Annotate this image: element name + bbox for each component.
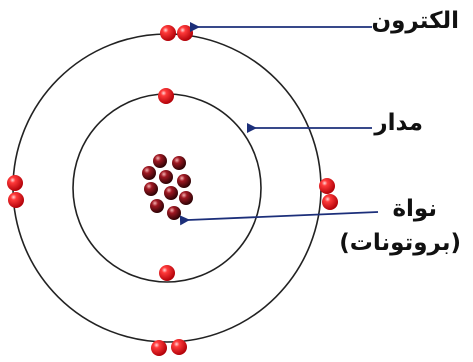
electron xyxy=(319,178,335,194)
orbit-label: مدار xyxy=(374,110,423,136)
electron xyxy=(322,194,338,210)
nucleus-arrow xyxy=(179,211,379,226)
proton xyxy=(164,186,178,200)
electron xyxy=(8,192,24,208)
proton xyxy=(172,156,186,170)
nucleus-label: نواة xyxy=(392,196,437,222)
proton xyxy=(150,199,164,213)
proton xyxy=(179,191,193,205)
electron-label: الكترون xyxy=(371,8,459,34)
outer-electrons xyxy=(7,25,338,356)
proton xyxy=(167,206,181,220)
electron xyxy=(158,88,174,104)
electron xyxy=(160,25,176,41)
electron xyxy=(171,339,187,355)
electron xyxy=(7,175,23,191)
electron xyxy=(159,265,175,281)
electron xyxy=(177,25,193,41)
proton xyxy=(159,170,173,184)
nucleus-sublabel: (بروتونات) xyxy=(339,230,461,256)
electron xyxy=(151,340,167,356)
inner-electrons xyxy=(158,88,175,281)
proton xyxy=(177,174,191,188)
proton xyxy=(142,166,156,180)
proton xyxy=(144,182,158,196)
proton xyxy=(153,154,167,168)
nucleus xyxy=(142,154,193,220)
